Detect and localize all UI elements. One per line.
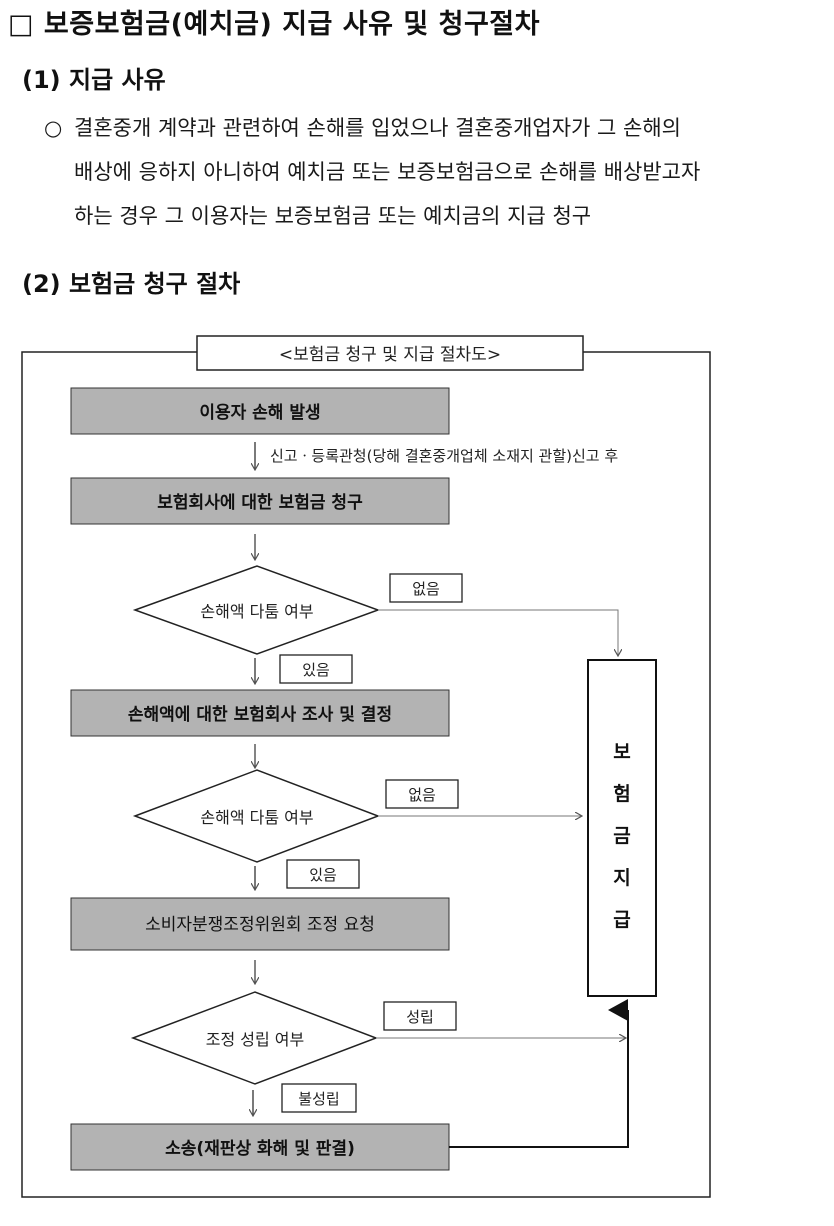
paragraph-line-3: 하는 경우 그 이용자는 보증보험금 또는 예치금의 지급 청구 (74, 204, 592, 228)
step-insurance-claim-label: 보험회사에 대한 보험금 청구 (157, 492, 363, 513)
step-investigation-label: 손해액에 대한 보험회사 조사 및 결정 (128, 704, 392, 725)
step-litigation-label: 소송(재판상 화해 및 판결) (165, 1139, 355, 1159)
label-exists-2: 있음 (309, 866, 337, 884)
label-fail-box (281, 1083, 357, 1113)
decision-dispute-1-label: 손해액 다툼 여부 (200, 602, 313, 621)
step-insurance-claim (70, 477, 450, 525)
step-investigation (70, 689, 450, 737)
circle-bullet-icon: ○ (44, 116, 63, 140)
section-title-payment-reasons: (1) 지급 사유 (22, 66, 166, 94)
label-fail: 불성립 (298, 1090, 339, 1108)
page-title: □ 보증보험금(예치금) 지급 사유 및 청구절차 (8, 9, 540, 40)
payout-char-4: 지 (613, 867, 630, 889)
label-none-1-box (389, 573, 463, 603)
step-loss-occurrence (70, 387, 450, 435)
payout-box (587, 659, 657, 997)
step-loss-occurrence-label: 이용자 손해 발생 (199, 403, 320, 423)
label-exists-2-box (286, 859, 360, 889)
step-litigation (70, 1123, 450, 1171)
label-exists-1-box (279, 654, 353, 684)
paragraph-line-1-text: 결혼중개 계약과 관련하여 손해를 입었으나 결혼중개업자가 그 손해의 (74, 116, 682, 140)
decision-mediation-label: 조정 성립 여부 (206, 1030, 305, 1049)
report-note: 신고ㆍ등록관청(당해 결혼중개업체 소재지 관할)신고 후 (270, 447, 618, 465)
payout-char-1: 보 (613, 741, 630, 763)
label-exists-1: 있음 (302, 661, 330, 679)
payout-char-2: 험 (613, 783, 630, 805)
payout-char-5: 급 (613, 909, 630, 931)
decision-dispute-2-label: 손해액 다툼 여부 (200, 808, 313, 827)
arrow-up-icon (449, 999, 629, 1148)
section-title-claim-procedure: (2) 보험금 청구 절차 (22, 270, 241, 298)
step-mediation-request (70, 897, 450, 951)
label-none-1: 없음 (412, 580, 440, 598)
label-none-2: 없음 (408, 786, 436, 804)
step-mediation-request-label: 소비자분쟁조정위원회 조정 요청 (145, 915, 375, 935)
paragraph-line-1: ○ 결혼중개 계약과 관련하여 손해를 입었으나 결혼중개업자가 그 손해의 (44, 106, 814, 150)
flowchart-caption-box (196, 335, 584, 371)
payout-char-3: 금 (613, 825, 630, 847)
arrow-to-payout-icon (378, 609, 618, 656)
label-none-2-box (385, 779, 459, 809)
flowchart-caption: <보험금 청구 및 지급 절차도> (279, 345, 501, 365)
paragraph-line-2: 배상에 응하지 아니하여 예치금 또는 보증보험금으로 손해를 배상받고자 (74, 160, 701, 184)
label-success-box (383, 1001, 457, 1031)
label-success: 성립 (406, 1008, 434, 1026)
payment-reasons-paragraph: ○ 결혼중개 계약과 관련하여 손해를 입었으나 결혼중개업자가 그 손해의 배상… (44, 106, 814, 238)
